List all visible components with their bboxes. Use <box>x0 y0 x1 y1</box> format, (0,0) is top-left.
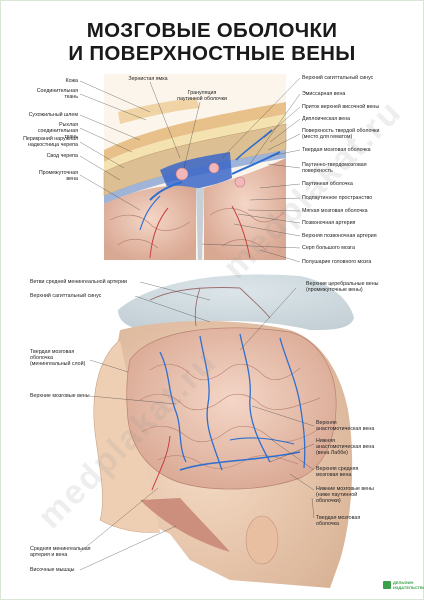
scalp-layer <box>104 102 286 162</box>
artery <box>149 207 169 259</box>
label-superior-sagittal-sinus: Верхний сагиттальный синус <box>302 75 374 81</box>
artery <box>231 205 251 259</box>
diploic-vein <box>235 129 273 161</box>
label-superior-cerebral-veins-intermediate: Верхние церебральные вены (промежуточные… <box>306 281 379 293</box>
label-skull-vault: Свод черепа <box>46 153 78 159</box>
label-superior-cerebral-veins: Верхние мозговые вены <box>30 393 90 399</box>
label-galea: Сухожильный шлем <box>28 112 78 118</box>
label-inferior-cerebral-veins: Нижние мозговые вены (ниже паутинной обо… <box>316 486 374 504</box>
falx-cerebri <box>196 188 204 260</box>
left-hemisphere <box>104 185 196 260</box>
logo-mark <box>383 581 391 589</box>
label-temporal-muscles: Височные мышцы <box>30 567 75 573</box>
label-meningeal-artery-branches: Ветви средней менингеальной артерии <box>30 279 127 285</box>
dura-layer <box>104 150 286 204</box>
retracted-dura <box>118 274 354 330</box>
label-dura-meningeal-layer: Твердая мозговая оболочка (менингеальный… <box>30 349 86 367</box>
skin-flap <box>118 98 200 124</box>
arachnoid-granulation <box>208 162 220 174</box>
label-pericranium: Перикраний наружная надкостница черепа <box>23 136 78 148</box>
gyrus-line <box>109 214 191 231</box>
leader-lines-bottom <box>79 281 315 571</box>
arachnoid-granulation <box>175 167 189 181</box>
label-vertebral-artery: Позвоночная артерия <box>302 220 356 226</box>
exposed-brain <box>126 327 337 490</box>
head-lateral-view <box>93 274 354 588</box>
label-middle-meningeal-artery-vein: Средняя менингеальная артерия и вена <box>30 546 91 558</box>
gyrus-line <box>139 393 321 411</box>
meningeal-artery-branches <box>149 287 271 327</box>
label-emissary-vein: Эмиссарная вена <box>302 91 346 97</box>
label-superior-middle-cerebral-vein: Верхняя средняя мозговая вена <box>316 466 359 478</box>
middle-meningeal-artery <box>151 435 171 491</box>
superior-cerebral-vein <box>159 351 187 463</box>
publisher-logo: ДЕЛЬФИН ИЗДАТЕЛЬСТВО <box>383 580 424 592</box>
label-arachnoid-granulation: Грануляция паутинной оболочки <box>177 90 227 102</box>
emissary-vein <box>231 151 281 175</box>
superior-cerebral-vein <box>279 337 306 469</box>
label-connective-tissue: Соединительная ткань <box>36 88 78 100</box>
leader-lines-top <box>79 77 301 263</box>
label-intermediate-vein: Промежуточная вена <box>38 170 78 182</box>
gyrus-line <box>117 239 159 249</box>
arachnoid-granulation <box>234 176 246 188</box>
label-subarachnoid-space: Подпаутинное пространство <box>302 195 373 201</box>
label-inferior-anastomotic-vein: Нижняя анастомотическая вена (вена Лаббе… <box>316 438 375 456</box>
gyrus-line <box>209 208 285 223</box>
label-pia-mater: Мягкая мозговая оболочка <box>302 208 368 214</box>
label-superior-sagittal-sinus-2: Верхний сагиттальный синус <box>30 293 102 299</box>
poster-title-line-1: МОЗГОВЫЕ ОБОЛОЧКИ <box>86 19 338 42</box>
aponeurosis-layer <box>104 114 286 172</box>
label-dura-surface: Поверхность твердой оболочки (место для … <box>302 128 380 140</box>
label-falx-cerebri: Серп большого мозга <box>302 245 355 251</box>
bridging-vein <box>149 181 183 201</box>
gyrus-line <box>157 455 299 469</box>
meninges-cross-section <box>103 74 287 260</box>
logo-text: ДЕЛЬФИН ИЗДАТЕЛЬСТВО <box>393 580 424 590</box>
right-hemisphere <box>204 158 286 260</box>
label-arachnoid: Паутинная оболочка <box>302 181 353 187</box>
label-cerebral-hemisphere: Полушарие головного мозга <box>302 259 372 265</box>
label-skin: Кожа <box>65 78 78 84</box>
face-profile <box>93 339 161 533</box>
label-granular-pit: Зернистая ямка <box>128 76 168 82</box>
gyrus-line <box>149 363 301 381</box>
middle-cerebral-vein <box>229 437 295 445</box>
label-temporal-vein-tributary: Приток верхней височной вены <box>302 104 380 110</box>
poster-title-line-2: И ПОВЕРХНОСТНЫЕ ВЕНЫ <box>68 42 356 65</box>
label-loose-tissue: Рыхлая соединительная ткань <box>37 122 78 140</box>
ear <box>245 515 279 565</box>
inferior-anastomotic-vein <box>179 451 301 471</box>
label-superior-vertebral-artery: Верхняя позвоночная артерия <box>302 233 377 239</box>
label-dura-mater-3: Твердая мозговая оболочка <box>316 515 361 527</box>
gyrus-line <box>221 239 267 251</box>
label-arachnoid-dura-surface: Паутинно-твердомозговая поверхность <box>302 162 367 174</box>
superior-cerebral-vein <box>199 335 223 471</box>
label-diploic-vein: Диплоическая вена <box>302 116 351 122</box>
label-superior-anastomotic-vein: Верхняя анастомотическая вена <box>316 420 375 432</box>
superior-anastomotic-vein <box>239 333 271 463</box>
label-dura-mater: Твердая мозговая оболочка <box>302 147 371 153</box>
cortical-vein <box>139 195 161 231</box>
temporal-muscle <box>140 498 230 552</box>
